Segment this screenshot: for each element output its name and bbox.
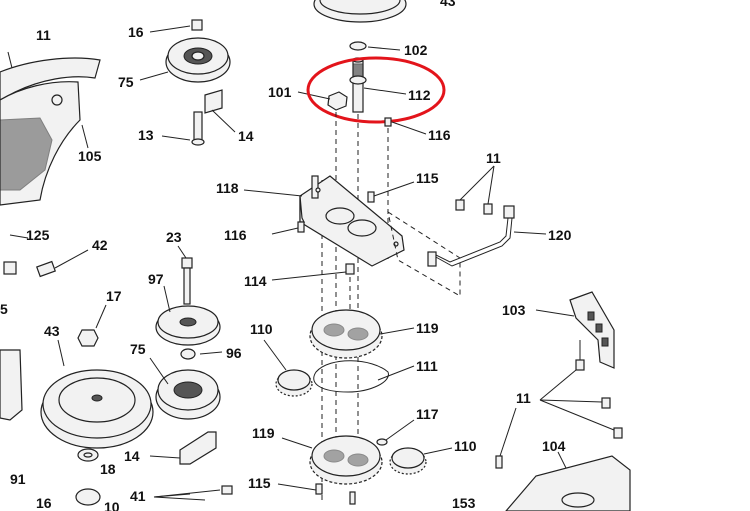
- cover-104: [505, 455, 631, 511]
- shield-103: [569, 291, 615, 369]
- label-125: 125: [26, 227, 50, 243]
- label-119-upper: 119: [416, 320, 439, 336]
- rod-120: [427, 205, 515, 267]
- label-110-right: 110: [454, 438, 477, 454]
- label-17: 17: [106, 288, 122, 304]
- label-104: 104: [542, 438, 566, 454]
- deck-cover-105: [0, 57, 101, 206]
- label-41: 41: [130, 488, 146, 504]
- label-91: 91: [10, 471, 26, 487]
- label-23: 23: [166, 229, 182, 245]
- label-119-lower: 119: [252, 425, 275, 441]
- label-16-lower: 16: [36, 495, 52, 511]
- label-16: 16: [128, 24, 144, 40]
- nut-101: [327, 91, 348, 111]
- label-18: 18: [100, 461, 116, 477]
- label-10: 10: [104, 499, 120, 511]
- label-43: 43: [44, 323, 60, 339]
- pulley-43-top: [313, 0, 407, 23]
- bolts-41: [153, 485, 233, 501]
- label-75-mid: 75: [130, 341, 146, 357]
- label-120: 120: [548, 227, 572, 243]
- label-101: 101: [268, 84, 292, 100]
- label-43-top: 43: [440, 0, 456, 9]
- label-103: 103: [502, 302, 526, 318]
- label-96: 96: [226, 345, 242, 361]
- label-14: 14: [238, 128, 254, 144]
- pulley-43: [40, 329, 154, 449]
- label-110-left: 110: [250, 321, 273, 337]
- label-13: 13: [138, 127, 154, 143]
- label-118: 118: [216, 180, 239, 196]
- label-5: 5: [0, 301, 8, 317]
- label-116-top: 116: [428, 127, 451, 143]
- label-115-lower: 115: [248, 475, 271, 491]
- idler-pulley-top: [165, 19, 231, 146]
- label-153: 153: [452, 495, 476, 511]
- label-112: 112: [408, 87, 431, 103]
- label-115-top: 115: [416, 170, 439, 186]
- label-117: 117: [416, 406, 439, 422]
- label-97: 97: [148, 271, 164, 287]
- label-11-right: 11: [486, 150, 501, 166]
- label-11-lower: 11: [516, 390, 531, 406]
- label-75: 75: [118, 74, 134, 90]
- label-116-mid: 116: [224, 227, 247, 243]
- label-102: 102: [404, 42, 428, 58]
- shaft-112: [349, 57, 367, 113]
- highlight-circle: [306, 56, 446, 124]
- bracket-plate-118: [299, 175, 405, 267]
- gear-119-lower: [309, 435, 383, 485]
- gear-119-upper: [309, 309, 383, 359]
- label-105: 105: [78, 148, 102, 164]
- label-114: 114: [244, 273, 267, 289]
- label-42: 42: [92, 237, 108, 253]
- label-11: 11: [36, 27, 51, 43]
- gear-110-left: [275, 369, 313, 397]
- label-111: 111: [416, 358, 438, 374]
- label-14-lower: 14: [124, 448, 140, 464]
- idler-pulley-middle: [155, 257, 221, 465]
- gear-110-right: [389, 447, 427, 475]
- bolt-42: [36, 249, 89, 278]
